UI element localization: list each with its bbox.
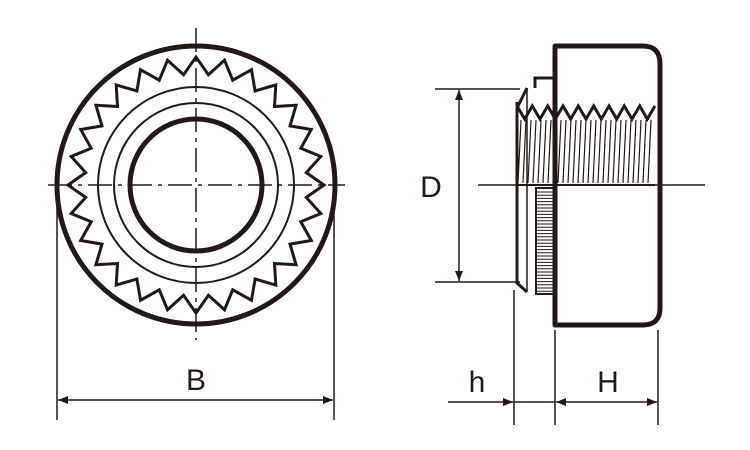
thread-hatch-line <box>572 119 577 184</box>
side-body-outline <box>552 43 663 328</box>
dimension-h-label: h <box>469 366 486 399</box>
side-thread-crest <box>515 102 657 122</box>
thread-hatch-line <box>582 119 587 184</box>
thread-hatch-line <box>547 119 552 184</box>
thread-hatch-line <box>642 119 647 184</box>
thread-hatch-line <box>647 119 652 184</box>
thread-hatch-line <box>622 119 627 184</box>
side-head-step <box>533 76 555 88</box>
dimension-h <box>448 290 556 425</box>
side-flange <box>515 87 529 294</box>
thread-hatch-line <box>532 119 537 184</box>
thread-hatch-line <box>617 119 622 184</box>
thread-hatch-line <box>637 119 642 184</box>
thread-hatch-line <box>592 119 597 184</box>
thread-hatch-line <box>552 119 557 184</box>
side-thread-hatching <box>517 119 652 184</box>
thread-hatch-line <box>587 119 592 184</box>
thread-hatch-line <box>612 119 617 184</box>
dimension-H-label: H <box>597 366 619 399</box>
dimension-D <box>435 88 520 283</box>
side-view <box>478 43 705 328</box>
thread-hatch-line <box>632 119 637 184</box>
front-view <box>48 28 345 340</box>
dimension-H <box>556 330 659 425</box>
thread-hatch-line <box>577 119 582 184</box>
thread-hatch-line <box>597 119 602 184</box>
thread-hatch-line <box>522 119 527 184</box>
thread-hatch-line <box>627 119 632 184</box>
dimension-D-label: D <box>420 171 442 204</box>
dimension-B <box>56 200 335 420</box>
thread-hatch-line <box>562 119 567 184</box>
thread-hatch-line <box>607 119 612 184</box>
dimension-B-label: B <box>186 364 206 397</box>
thread-hatch-line <box>517 119 522 184</box>
thread-hatch-line <box>527 119 532 184</box>
thread-hatch-line <box>537 119 542 184</box>
thread-hatch-line <box>542 119 547 184</box>
thread-hatch-line <box>557 119 562 184</box>
thread-hatch-line <box>602 119 607 184</box>
side-knurl-hatching <box>537 191 554 292</box>
thread-hatch-line <box>567 119 572 184</box>
side-knurl-shank <box>535 187 556 295</box>
